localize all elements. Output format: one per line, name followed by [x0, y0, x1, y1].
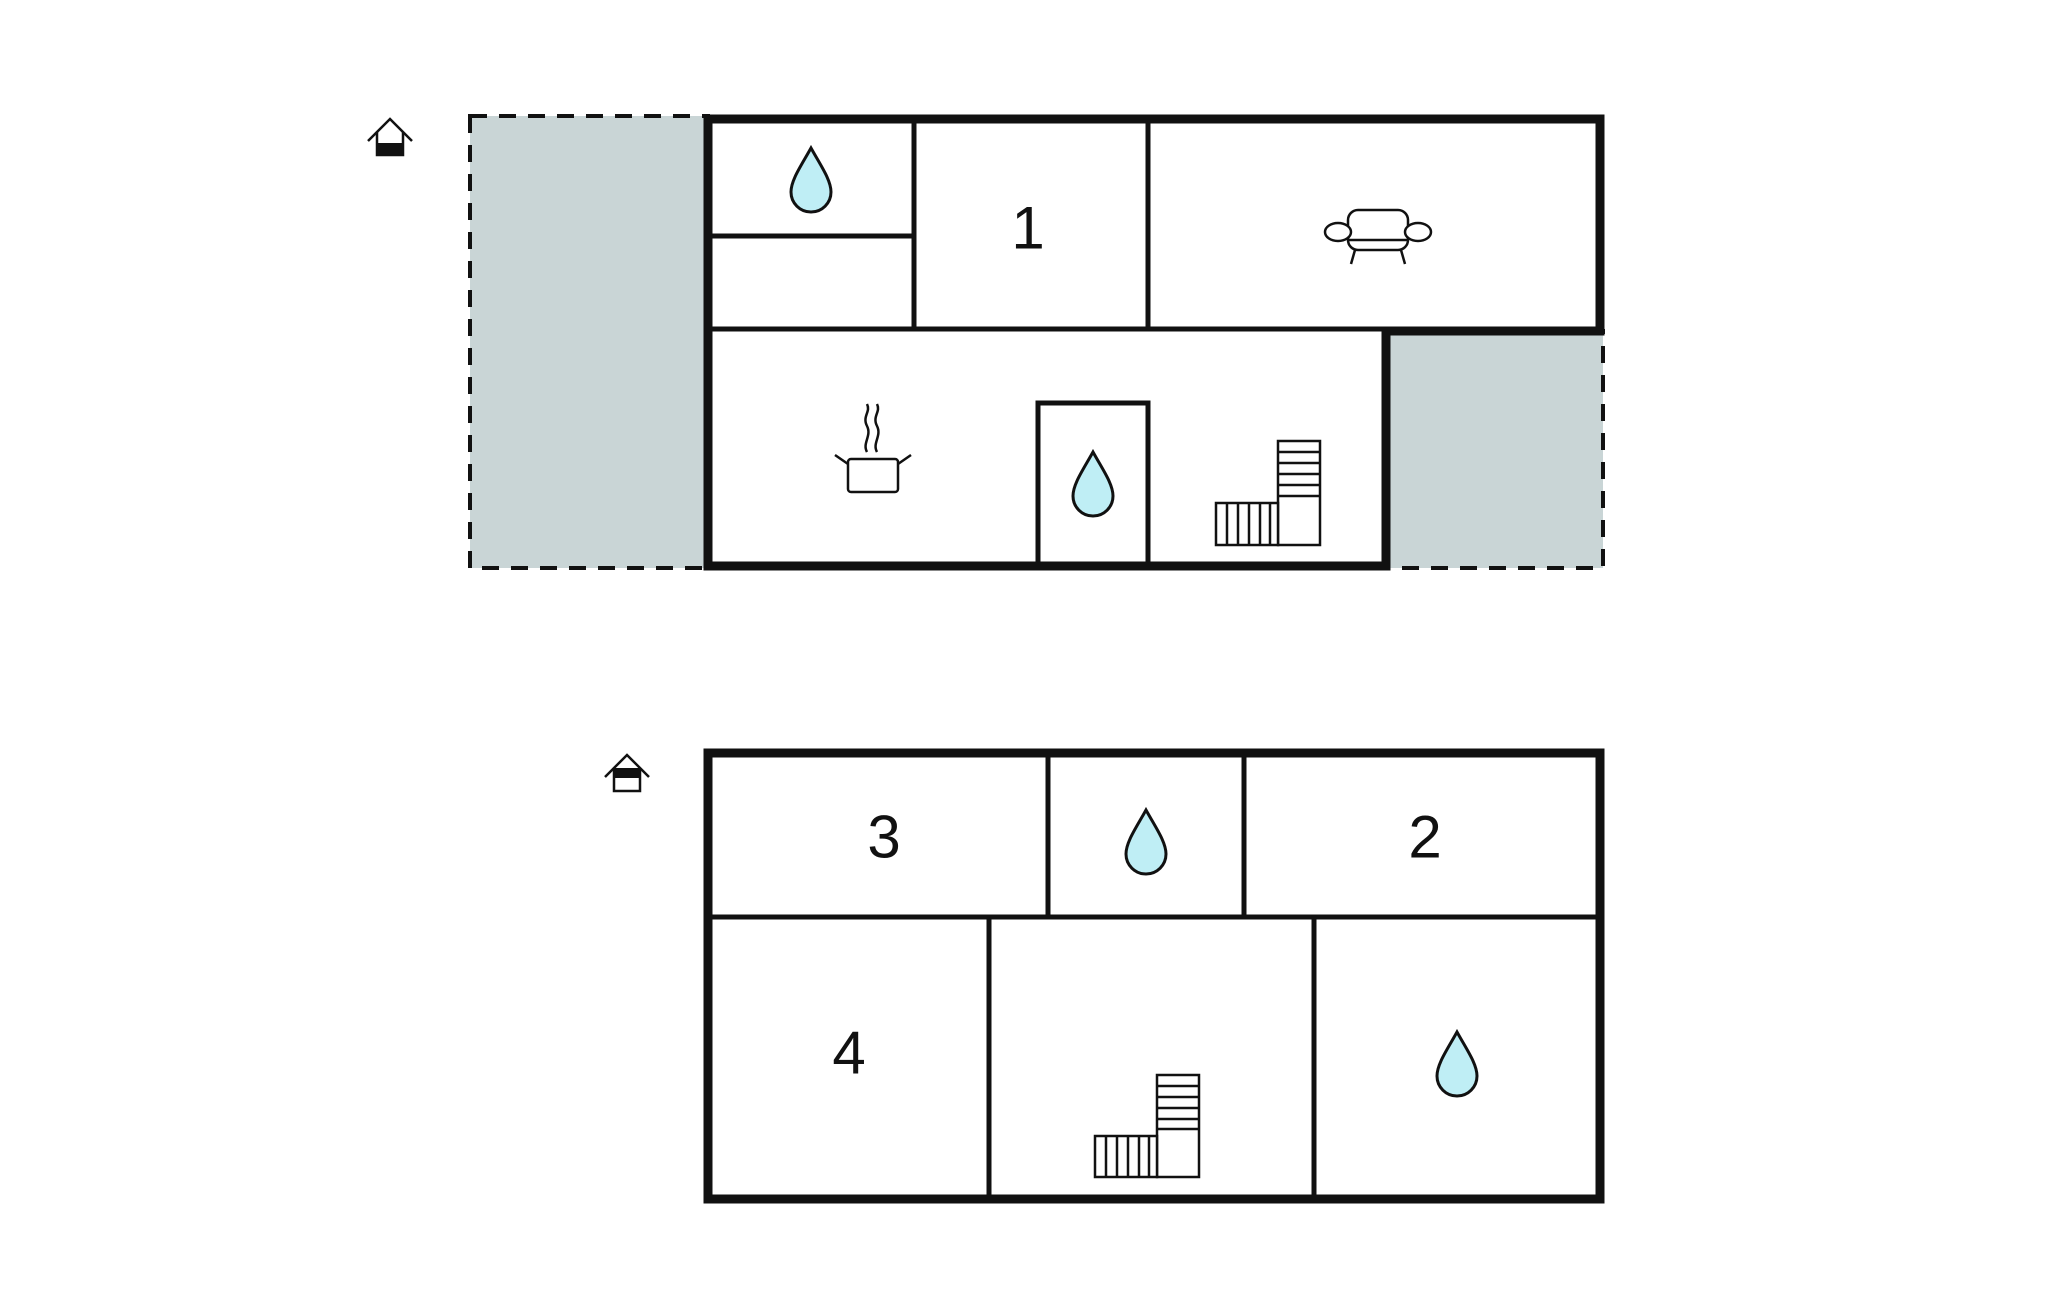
stairs-icon [1093, 1073, 1201, 1179]
room-label-4: 4 [832, 1020, 865, 1087]
terrace-east [1384, 329, 1605, 570]
ground-floor-inner-walls [705, 116, 1389, 569]
sofa-icon [1323, 208, 1433, 265]
terrace-west [468, 114, 710, 570]
water-drop-icon [1435, 1030, 1479, 1098]
upper-floor: 3 2 4 [604, 748, 1605, 1204]
water-drop-icon [1124, 808, 1168, 876]
upper-floor-outer-wall [703, 748, 1605, 1204]
stairs-icon [1214, 439, 1322, 547]
room-label-2: 2 [1408, 804, 1441, 871]
water-drop-icon [1071, 450, 1115, 518]
upper-floor-inner-walls [705, 750, 1603, 1202]
house-ground-floor-icon [367, 117, 413, 157]
cooking-pot-icon [834, 403, 912, 494]
ground-floor: 1 [367, 114, 1605, 571]
water-drop-icon [789, 146, 833, 214]
room-label-1: 1 [1011, 195, 1044, 262]
house-upper-floor-icon [604, 753, 650, 793]
room-label-3: 3 [867, 804, 900, 871]
